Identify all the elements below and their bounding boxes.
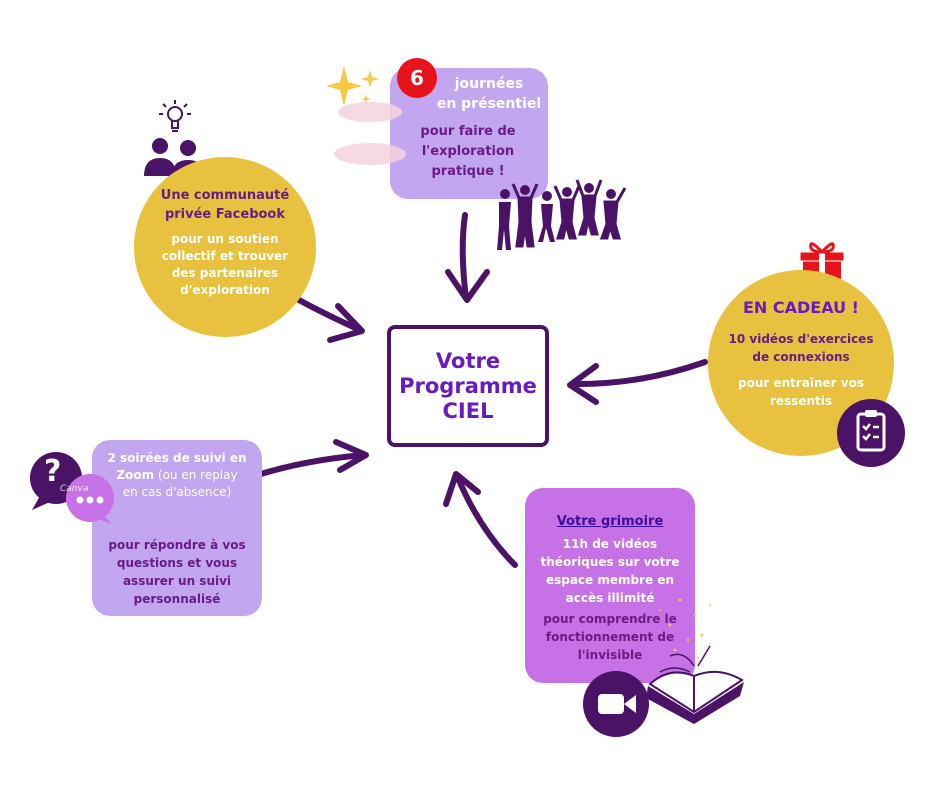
- arrow-cadeau: [569, 359, 708, 388]
- zoom-word: Zoom: [116, 468, 155, 482]
- sparkle-dust: [659, 598, 711, 660]
- grimoire-heading-link[interactable]: Votre grimoire: [556, 514, 664, 529]
- facebook-circle: [134, 157, 316, 337]
- cadeau-videos: 10 vidéos d'exercices de connexions: [728, 332, 874, 364]
- canva-watermark: Canva: [60, 484, 89, 494]
- cadeau-heading: EN CADEAU !: [743, 298, 859, 317]
- zoom-line2: Zoom (ou en replay: [92, 467, 262, 484]
- journees-badge: 6: [397, 58, 437, 98]
- chat-question-mark: ?: [44, 454, 62, 489]
- grimoire-body1: 11h de vidéos théoriques sur votre espac…: [540, 537, 680, 605]
- arrow-journees: [459, 212, 469, 301]
- zoom-replay-note: (ou en replay: [154, 468, 238, 482]
- grimoire-body2: pour comprendre le fonctionnement de l'i…: [543, 612, 677, 662]
- journees-body: pour faire de l'exploration pratique !: [420, 124, 516, 179]
- cadeau-body: pour entraîner vos ressentis: [737, 376, 864, 408]
- grimoire-card: [525, 488, 695, 683]
- center-title: Votre Programme CIEL: [399, 348, 537, 423]
- zoom-card: [92, 440, 262, 616]
- checklist-icon: [837, 399, 905, 467]
- video-camera-icon: [583, 671, 649, 737]
- chat-question-icon: [30, 452, 114, 524]
- people-jumping-icon: [497, 179, 627, 250]
- arrow-grimoire: [455, 475, 518, 568]
- zoom-line3: en cas d'absence): [122, 485, 232, 499]
- journees-badge-number: 6: [410, 66, 424, 90]
- facebook-heading: Une communauté privée Facebook: [160, 188, 290, 222]
- zoom-body: pour répondre à vos questions et vous as…: [108, 538, 246, 606]
- cloud-decoration: [334, 102, 406, 165]
- open-book-icon: [646, 645, 744, 724]
- lightbulb-icon: [159, 100, 191, 132]
- journees-heading: journées en présentiel: [436, 76, 542, 112]
- sparkle-icon: [326, 66, 379, 106]
- facebook-body: pour un soutien collectif et trouver des…: [161, 232, 289, 297]
- grimoire-heading: Votre grimoire: [525, 510, 695, 529]
- zoom-line1: 2 soirées de suivi en: [107, 451, 247, 465]
- arrow-facebook: [287, 292, 363, 333]
- center-program-box: Votre Programme CIEL: [387, 325, 549, 447]
